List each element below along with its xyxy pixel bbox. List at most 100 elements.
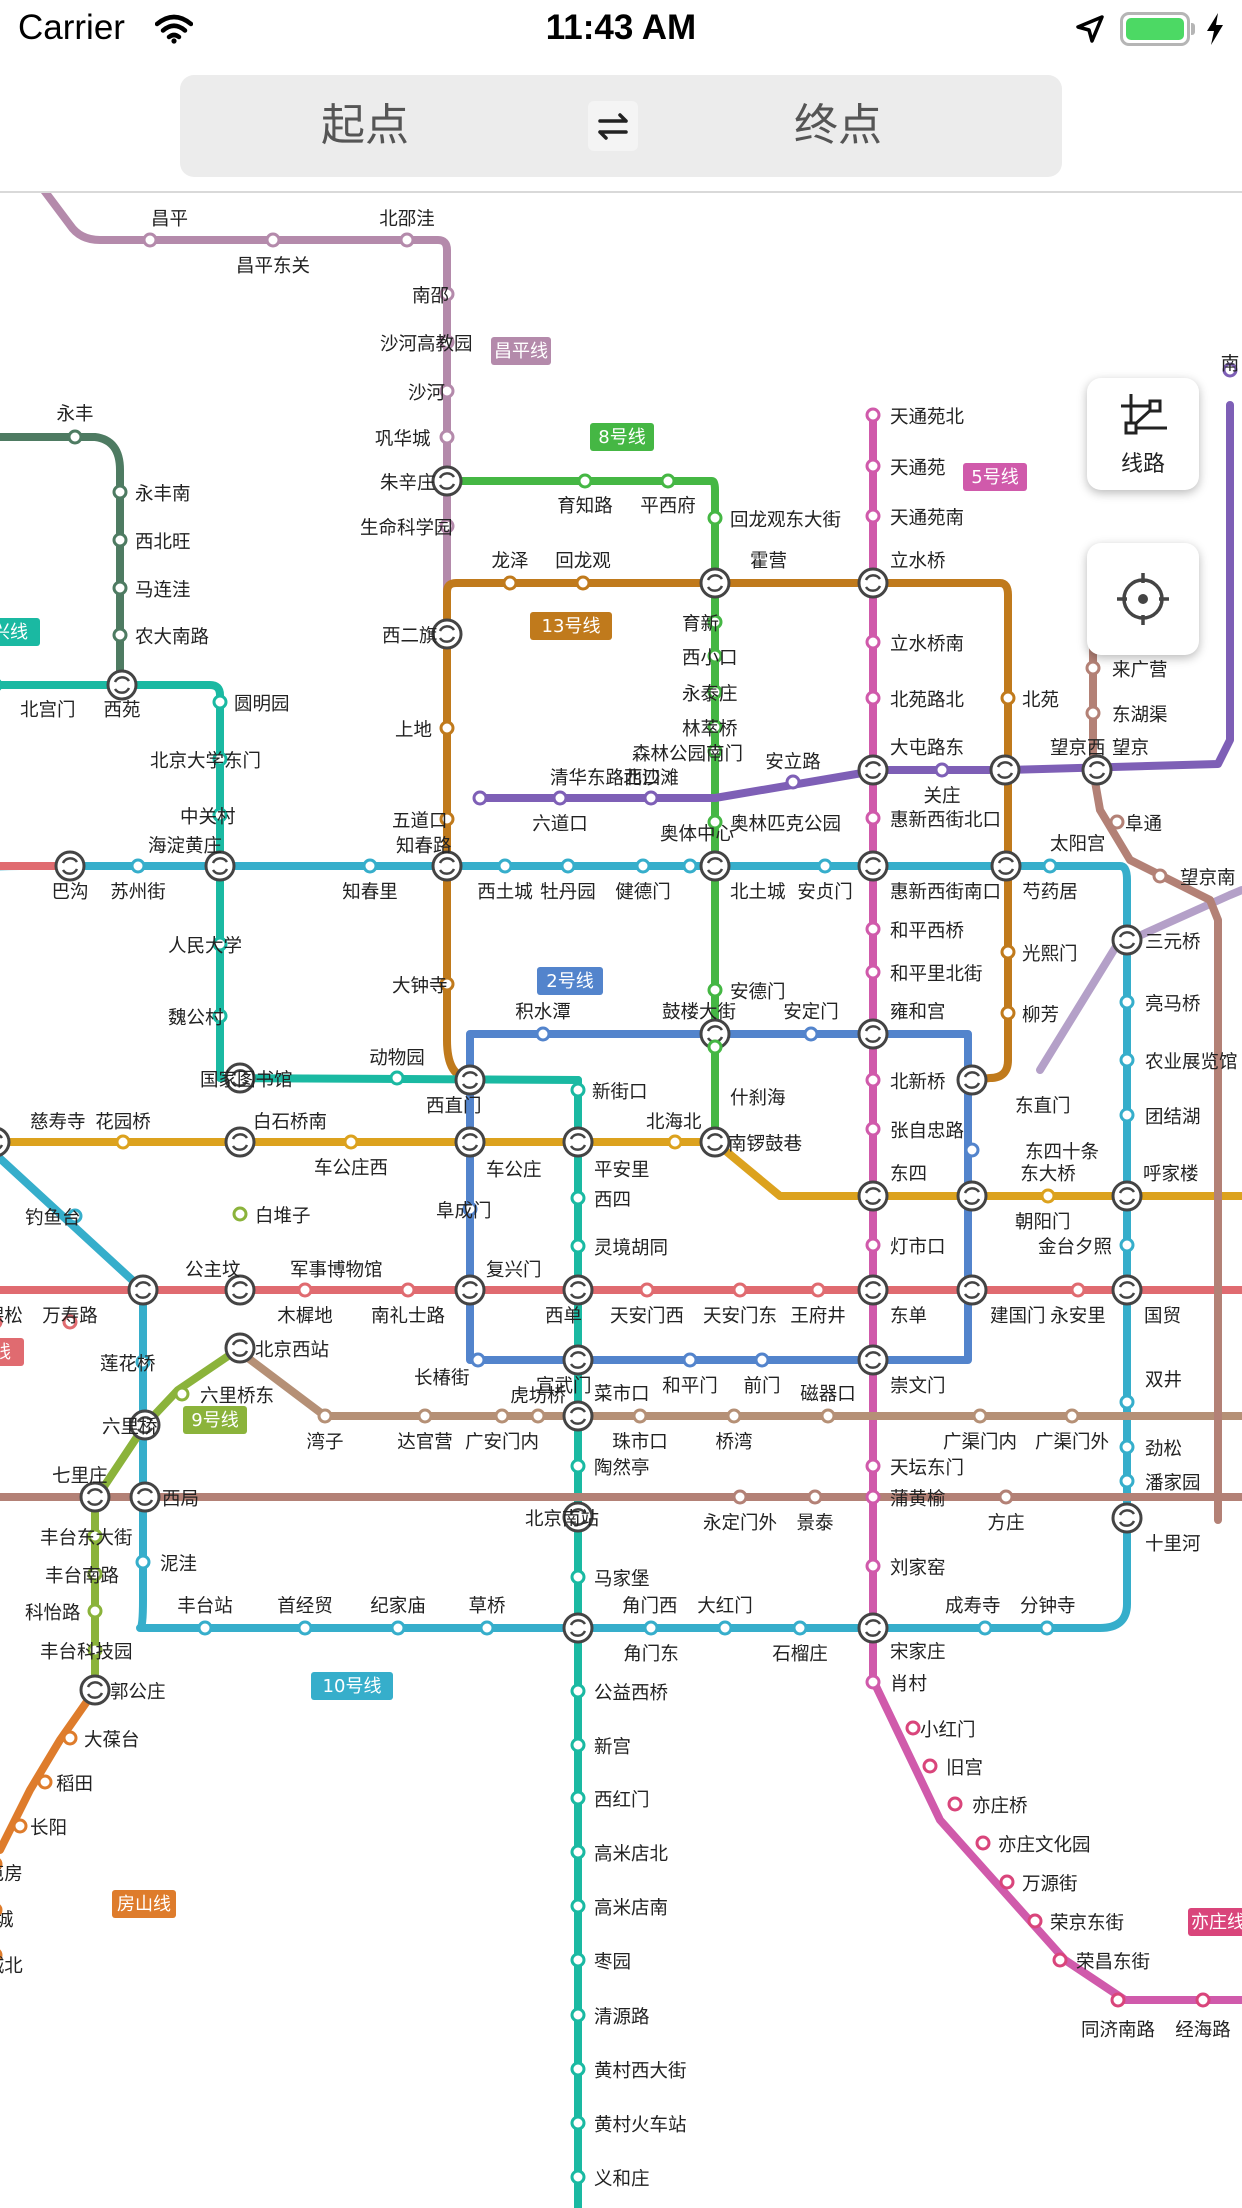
station-dot[interactable] xyxy=(865,407,881,423)
station-label[interactable]: 西二旗 xyxy=(382,626,438,647)
line-badge[interactable] xyxy=(537,967,603,995)
station-label[interactable]: 虎坊桥 xyxy=(510,1386,566,1407)
station-label[interactable]: 陶然亭 xyxy=(594,1458,650,1479)
interchange-station[interactable] xyxy=(431,465,463,497)
line-badge[interactable] xyxy=(1188,1908,1242,1936)
station-label[interactable]: 大红门 xyxy=(697,1596,753,1617)
station-dot[interactable] xyxy=(212,1008,228,1024)
station-label[interactable]: 望京南 xyxy=(1180,868,1236,889)
station-label[interactable]: 北京西站 xyxy=(255,1340,329,1361)
station-dot[interactable] xyxy=(570,2007,586,2023)
station-label[interactable]: 南锣鼓巷 xyxy=(728,1134,802,1155)
station-dot[interactable] xyxy=(577,473,593,489)
station-dot[interactable] xyxy=(552,790,568,806)
station-label[interactable]: 安定门 xyxy=(783,1002,839,1023)
station-dot[interactable] xyxy=(439,334,455,350)
station-dot[interactable] xyxy=(62,1730,78,1746)
station-dot[interactable] xyxy=(999,1874,1015,1890)
interchange-station[interactable] xyxy=(79,1674,111,1706)
station-label[interactable]: 大钟寺 xyxy=(392,976,448,997)
station-dot[interactable] xyxy=(660,473,676,489)
interchange-station[interactable] xyxy=(204,850,236,882)
station-label[interactable]: 农业展览馆 xyxy=(1145,1052,1238,1073)
station-dot[interactable] xyxy=(575,575,591,591)
station-dot[interactable] xyxy=(570,2169,586,2185)
line-badge[interactable] xyxy=(491,337,551,365)
station-dot[interactable] xyxy=(530,1408,546,1424)
station-label[interactable]: 东大桥 xyxy=(1020,1164,1076,1185)
station-label[interactable]: 刘家窑 xyxy=(890,1558,946,1579)
station-label[interactable]: 丰台站 xyxy=(177,1596,233,1617)
station-dot[interactable] xyxy=(1070,1282,1086,1298)
interchange-station[interactable] xyxy=(857,1612,889,1644)
station-label[interactable]: 白石桥南 xyxy=(253,1112,327,1133)
station-label[interactable]: 公主坟 xyxy=(185,1260,241,1281)
station-dot[interactable] xyxy=(265,232,281,248)
station-label[interactable]: 知春路 xyxy=(396,836,452,857)
station-dot[interactable] xyxy=(1119,1439,1135,1455)
station-dot[interactable] xyxy=(0,679,3,691)
station-dot[interactable] xyxy=(865,1558,881,1574)
station-dot[interactable] xyxy=(472,790,488,806)
station-dot[interactable] xyxy=(707,510,723,526)
station-label[interactable]: 平安里 xyxy=(594,1160,650,1181)
station-label[interactable]: 西局 xyxy=(162,1489,199,1510)
interchange-station[interactable] xyxy=(79,1481,111,1513)
interchange-station[interactable] xyxy=(1111,924,1143,956)
station-dot[interactable] xyxy=(390,1620,406,1636)
station-label[interactable]: 望京 xyxy=(1112,738,1149,759)
station-dot[interactable] xyxy=(439,383,455,399)
station-label[interactable]: 六里桥东 xyxy=(200,1386,274,1407)
station-dot[interactable] xyxy=(865,458,881,474)
station-dot[interactable] xyxy=(570,2061,586,2077)
line-badge[interactable] xyxy=(183,1406,247,1434)
station-dot[interactable] xyxy=(817,858,833,874)
station-dot[interactable] xyxy=(865,810,881,826)
station-dot[interactable] xyxy=(707,648,723,664)
station-label[interactable]: 亦庄桥 xyxy=(972,1796,1028,1817)
station-label[interactable]: 新街口 xyxy=(592,1082,648,1103)
interchange-station[interactable] xyxy=(454,1126,486,1158)
station-label[interactable]: 学城北 xyxy=(0,1956,23,1977)
interchange-station[interactable] xyxy=(956,1180,988,1212)
station-dot[interactable] xyxy=(1152,868,1168,884)
station-dot[interactable] xyxy=(535,1026,551,1042)
station-label[interactable]: 永丰南 xyxy=(135,484,191,505)
station-label[interactable]: 东单 xyxy=(890,1306,927,1327)
station-label[interactable]: 牡丹园 xyxy=(540,882,596,903)
station-dot[interactable] xyxy=(1027,1913,1043,1929)
station-dot[interactable] xyxy=(635,858,651,874)
station-label[interactable]: 朝阳门 xyxy=(1015,1212,1071,1233)
station-dot[interactable] xyxy=(0,1858,3,1870)
interchange-station[interactable] xyxy=(990,850,1022,882)
line-fangshan[interactable] xyxy=(0,1686,99,1854)
station-dot[interactable] xyxy=(717,1620,733,1636)
station-label[interactable]: 肖村 xyxy=(890,1674,927,1695)
station-label[interactable]: 巴沟 xyxy=(51,882,88,903)
interchange-station[interactable] xyxy=(1081,754,1113,786)
station-label[interactable]: 桥湾 xyxy=(715,1432,752,1453)
station-dot[interactable] xyxy=(439,429,455,445)
station-dot[interactable] xyxy=(0,1316,3,1328)
station-label[interactable]: 宋家庄 xyxy=(890,1642,946,1663)
station-dot[interactable] xyxy=(174,1386,190,1402)
station-dot[interactable] xyxy=(632,1408,648,1424)
station-dot[interactable] xyxy=(1119,1473,1135,1489)
station-dot[interactable] xyxy=(570,1082,586,1098)
station-label[interactable]: 立水桥南 xyxy=(890,634,964,655)
station-dot[interactable] xyxy=(1000,690,1016,706)
station-label[interactable]: 新宫 xyxy=(594,1737,631,1758)
station-dot[interactable] xyxy=(1195,1992,1211,2008)
station-label[interactable]: 丰台东大街 xyxy=(40,1528,133,1549)
station-dot[interactable] xyxy=(707,684,723,700)
interchange-station[interactable] xyxy=(454,1064,486,1096)
line-badge[interactable] xyxy=(590,423,654,451)
station-dot[interactable] xyxy=(560,858,576,874)
station-label[interactable]: 魏公村 xyxy=(168,1008,224,1029)
interchange-station[interactable] xyxy=(562,1126,594,1158)
station-label[interactable]: 望京西 xyxy=(1050,738,1106,759)
station-label[interactable]: 达官营 xyxy=(397,1432,453,1453)
interchange-station[interactable] xyxy=(562,1400,594,1432)
station-dot[interactable] xyxy=(470,1352,486,1368)
station-label[interactable]: 南邵 xyxy=(412,286,449,307)
